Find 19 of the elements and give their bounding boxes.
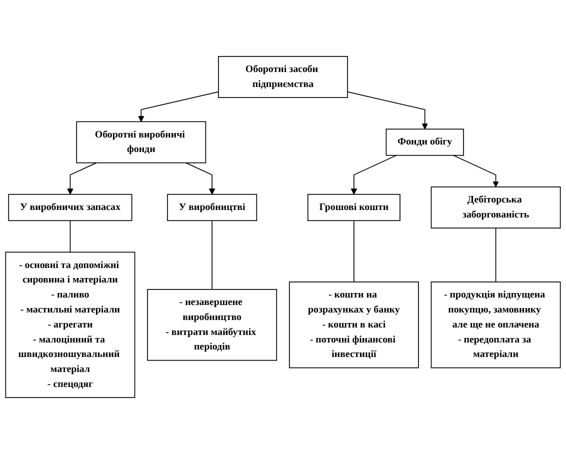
node-box: Фонди обігу bbox=[386, 128, 464, 156]
node-box: Грошові кошти bbox=[307, 194, 400, 222]
node-box: Дебіторська заборгованість bbox=[430, 186, 561, 228]
node-box: - продукція відпущена покупцю, замовнику але ще не оплачена - передоплата за матеріали bbox=[430, 282, 561, 368]
connector bbox=[495, 228, 496, 282]
node-box: У виробництві bbox=[167, 194, 258, 222]
arrow bbox=[185, 162, 216, 195]
arrow bbox=[452, 154, 499, 188]
arrow bbox=[67, 162, 97, 195]
node-box: - кошти на розрахунках у банку - кошти в касі - поточні фінансові інвестиції bbox=[288, 282, 419, 368]
node-box: Оборотні засоби підприємства bbox=[218, 56, 348, 98]
node-box: - основні та допоміжні сировина і матеріали - паливо - мастильні матеріали - агрегати - малоцінний та швидкозношувальний матеріал - спецодяг bbox=[5, 252, 136, 398]
arrow bbox=[347, 91, 428, 130]
node-box: У виробничих запасах bbox=[8, 194, 132, 222]
node-box: Оборотні виробничі фонди bbox=[76, 121, 206, 164]
node-box: - незавершене виробництво - витрати майбутніх періодів bbox=[147, 289, 278, 361]
arrow bbox=[138, 91, 219, 122]
arrow bbox=[350, 154, 397, 195]
connector bbox=[70, 220, 71, 253]
